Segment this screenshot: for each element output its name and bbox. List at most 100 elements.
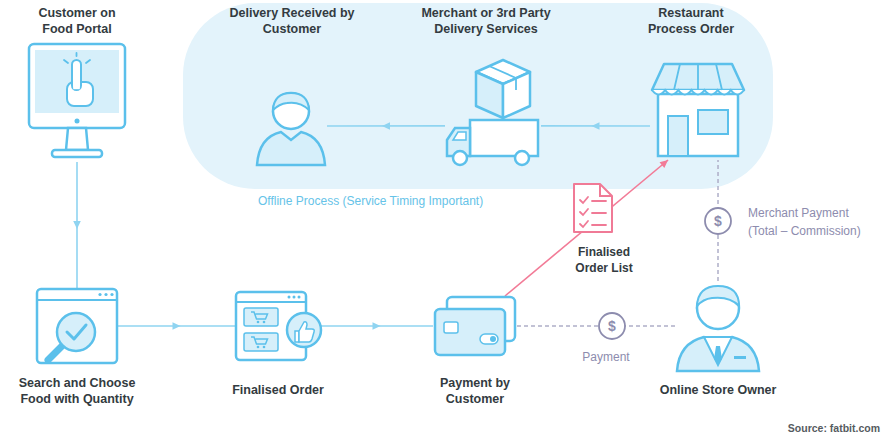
card-icon (435, 297, 515, 355)
box-left (476, 72, 503, 118)
box-tape (489, 66, 516, 90)
hand-finger (72, 60, 81, 90)
connector-label: Payment (576, 349, 636, 366)
order-connector (505, 160, 668, 296)
delivery-icon (447, 60, 538, 165)
cart-wheel (257, 321, 260, 324)
order-list-icon (574, 184, 612, 232)
cart-symbol (251, 312, 268, 319)
step-label: Payment by Customer (427, 375, 523, 407)
currency-symbol: $ (708, 212, 728, 230)
band-caption: Offline Process (Service Timing Importan… (258, 193, 558, 209)
awning-scallops (652, 90, 744, 95)
owner-collar (704, 337, 732, 365)
step-label: Customer on Food Portal (27, 5, 127, 37)
tap-marks (64, 53, 90, 63)
awning-stripes (674, 64, 722, 90)
connector-label: Merchant Payment (Total – Commission) (748, 204, 872, 240)
dollar-circle (599, 313, 625, 339)
document-checks (580, 197, 588, 227)
truck-wheel (453, 151, 467, 165)
owner-head (697, 287, 739, 329)
store-awning (652, 64, 744, 90)
cart-symbol (251, 337, 268, 344)
document-fold (600, 184, 612, 196)
step-label: Search and Choose Food with Quantity (9, 375, 145, 407)
thumb-up (299, 322, 314, 342)
arrow-head (382, 122, 390, 130)
owner-hair (697, 286, 739, 306)
arrow-head (173, 322, 181, 330)
arrow-head (592, 122, 600, 130)
owner-badge (734, 356, 746, 359)
connector-group (327, 122, 445, 130)
store-body (658, 94, 738, 156)
truck-cargo (470, 120, 538, 156)
truck-window (453, 132, 466, 140)
connector-label: Finalised Order List (566, 244, 642, 276)
payment-connector (517, 325, 675, 327)
monitor-frame (29, 44, 125, 128)
store-window (698, 110, 728, 134)
check-mark (67, 325, 86, 339)
currency-symbol: $ (602, 317, 622, 335)
browser-bar (37, 299, 117, 301)
order-item (244, 333, 278, 351)
document-sheet (574, 184, 612, 232)
step-label: Finalised Order (203, 382, 353, 398)
order-dot (288, 296, 291, 299)
magnifier-handle (48, 346, 62, 360)
front-card (435, 309, 505, 355)
thumb-circle (287, 313, 321, 347)
step-label: Merchant or 3rd Party Delivery Services (411, 5, 561, 37)
truck-wheel (515, 151, 529, 165)
order-bar (236, 301, 306, 303)
browser-window (37, 289, 117, 363)
store-icon (652, 64, 744, 156)
order-item (244, 308, 278, 326)
document-lines (592, 201, 606, 225)
owner-tie (714, 346, 722, 364)
cart-wheel (263, 346, 266, 349)
step-label: Delivery Received by Customer (229, 5, 355, 37)
monitor-icon (29, 44, 125, 157)
connector-group (541, 122, 650, 130)
monitor-neck (66, 128, 88, 150)
connector-group (320, 322, 433, 330)
card-chip (444, 322, 458, 333)
card-logo (480, 334, 498, 344)
card-logo-dot (490, 336, 496, 342)
customer-icon (257, 93, 325, 165)
browser-dot (98, 293, 101, 296)
arrow-head (373, 322, 381, 330)
arrow-head (73, 221, 81, 229)
connector-group (505, 160, 668, 296)
step-label: Online Store Owner (633, 382, 803, 398)
arrow-head (659, 160, 668, 168)
connector-group (73, 162, 81, 288)
order-icon (236, 292, 321, 360)
order-dot (298, 296, 301, 299)
browser-dot (104, 293, 107, 296)
owner-icon (677, 286, 759, 371)
browser-dot (110, 293, 113, 296)
connector-group (117, 322, 236, 330)
cart-wheel (257, 346, 260, 349)
customer-body (257, 132, 325, 165)
hand-join (73, 83, 80, 89)
connector-group (517, 326, 675, 327)
monitor-dot (75, 119, 80, 124)
search-icon (37, 289, 117, 363)
step-label: Restaurant Process Order (638, 5, 744, 37)
source-note: Source: fatbit.com (700, 421, 880, 435)
customer-head (273, 93, 309, 129)
owner-body (677, 337, 759, 371)
monitor-base (52, 150, 102, 157)
monitor-screen (35, 50, 119, 113)
store-door (668, 116, 688, 156)
customer-hair (273, 93, 309, 110)
order-dot (293, 296, 296, 299)
cart-wheel (263, 321, 266, 324)
